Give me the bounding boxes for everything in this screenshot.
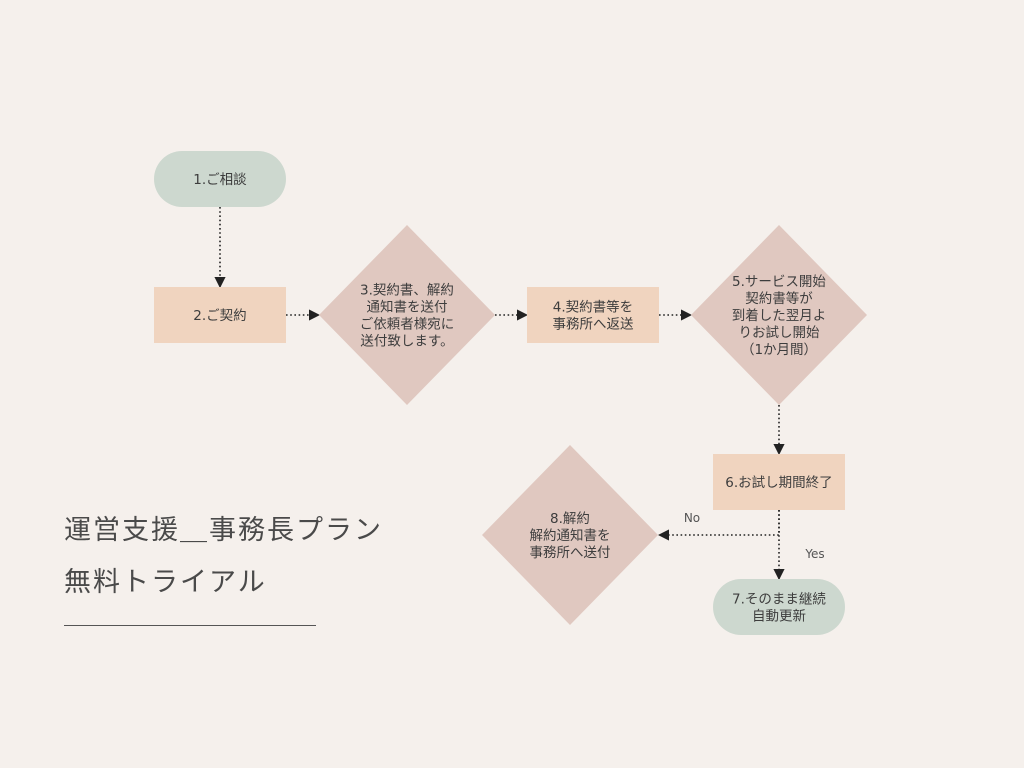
decision-diamond (319, 225, 495, 405)
node-label-line: 5.サービス開始 (732, 274, 826, 290)
node-label-line: 事務所へ返送 (553, 317, 634, 333)
node-label-line: 送付致します。 (360, 334, 453, 350)
node-label-line: （1か月間） (741, 342, 817, 358)
node-label-line: 通知書を送付 (367, 299, 448, 316)
terminal-shape (713, 579, 845, 635)
node-label-line: 7.そのまま継続 (732, 592, 826, 608)
decision-diamond (482, 445, 658, 625)
node-n1: 1.ご相談 (154, 151, 286, 207)
node-label-line: 3.契約書、解約 (360, 283, 454, 299)
edge-label-yes: Yes (804, 547, 824, 561)
node-n2: 2.ご契約 (154, 287, 286, 343)
decision-diamond (691, 225, 867, 405)
edge-label-no: No (684, 511, 700, 525)
connector-n6-n8 (657, 510, 780, 541)
node-label-line: ご依頼者様宛に (360, 317, 455, 333)
node-label-line: 事務所へ送付 (530, 545, 611, 561)
node-label-line: 2.ご契約 (193, 308, 246, 324)
node-label-line: 契約書等が (745, 290, 813, 307)
node-label-line: 解約通知書を (530, 527, 611, 544)
node-label-line: 4.契約書等を (553, 299, 633, 316)
node-n6: 6.お試し期間終了 (713, 454, 845, 510)
process-box (154, 287, 286, 343)
node-label-line: 6.お試し期間終了 (725, 475, 832, 491)
title-underline (64, 625, 316, 626)
node-label-line: 到着した翌月よ (732, 307, 827, 324)
node-label-line: 8.解約 (550, 511, 590, 527)
page-subtitle: 無料トライアル (64, 567, 267, 598)
process-box (713, 454, 845, 510)
node-label-line: りお試し開始 (739, 325, 820, 341)
node-label-line: 自動更新 (752, 609, 806, 625)
process-box (527, 287, 659, 343)
terminal-shape (154, 151, 286, 207)
page-title: 運営支援＿事務長プラン (64, 515, 383, 546)
node-label-line: 1.ご相談 (193, 172, 247, 188)
